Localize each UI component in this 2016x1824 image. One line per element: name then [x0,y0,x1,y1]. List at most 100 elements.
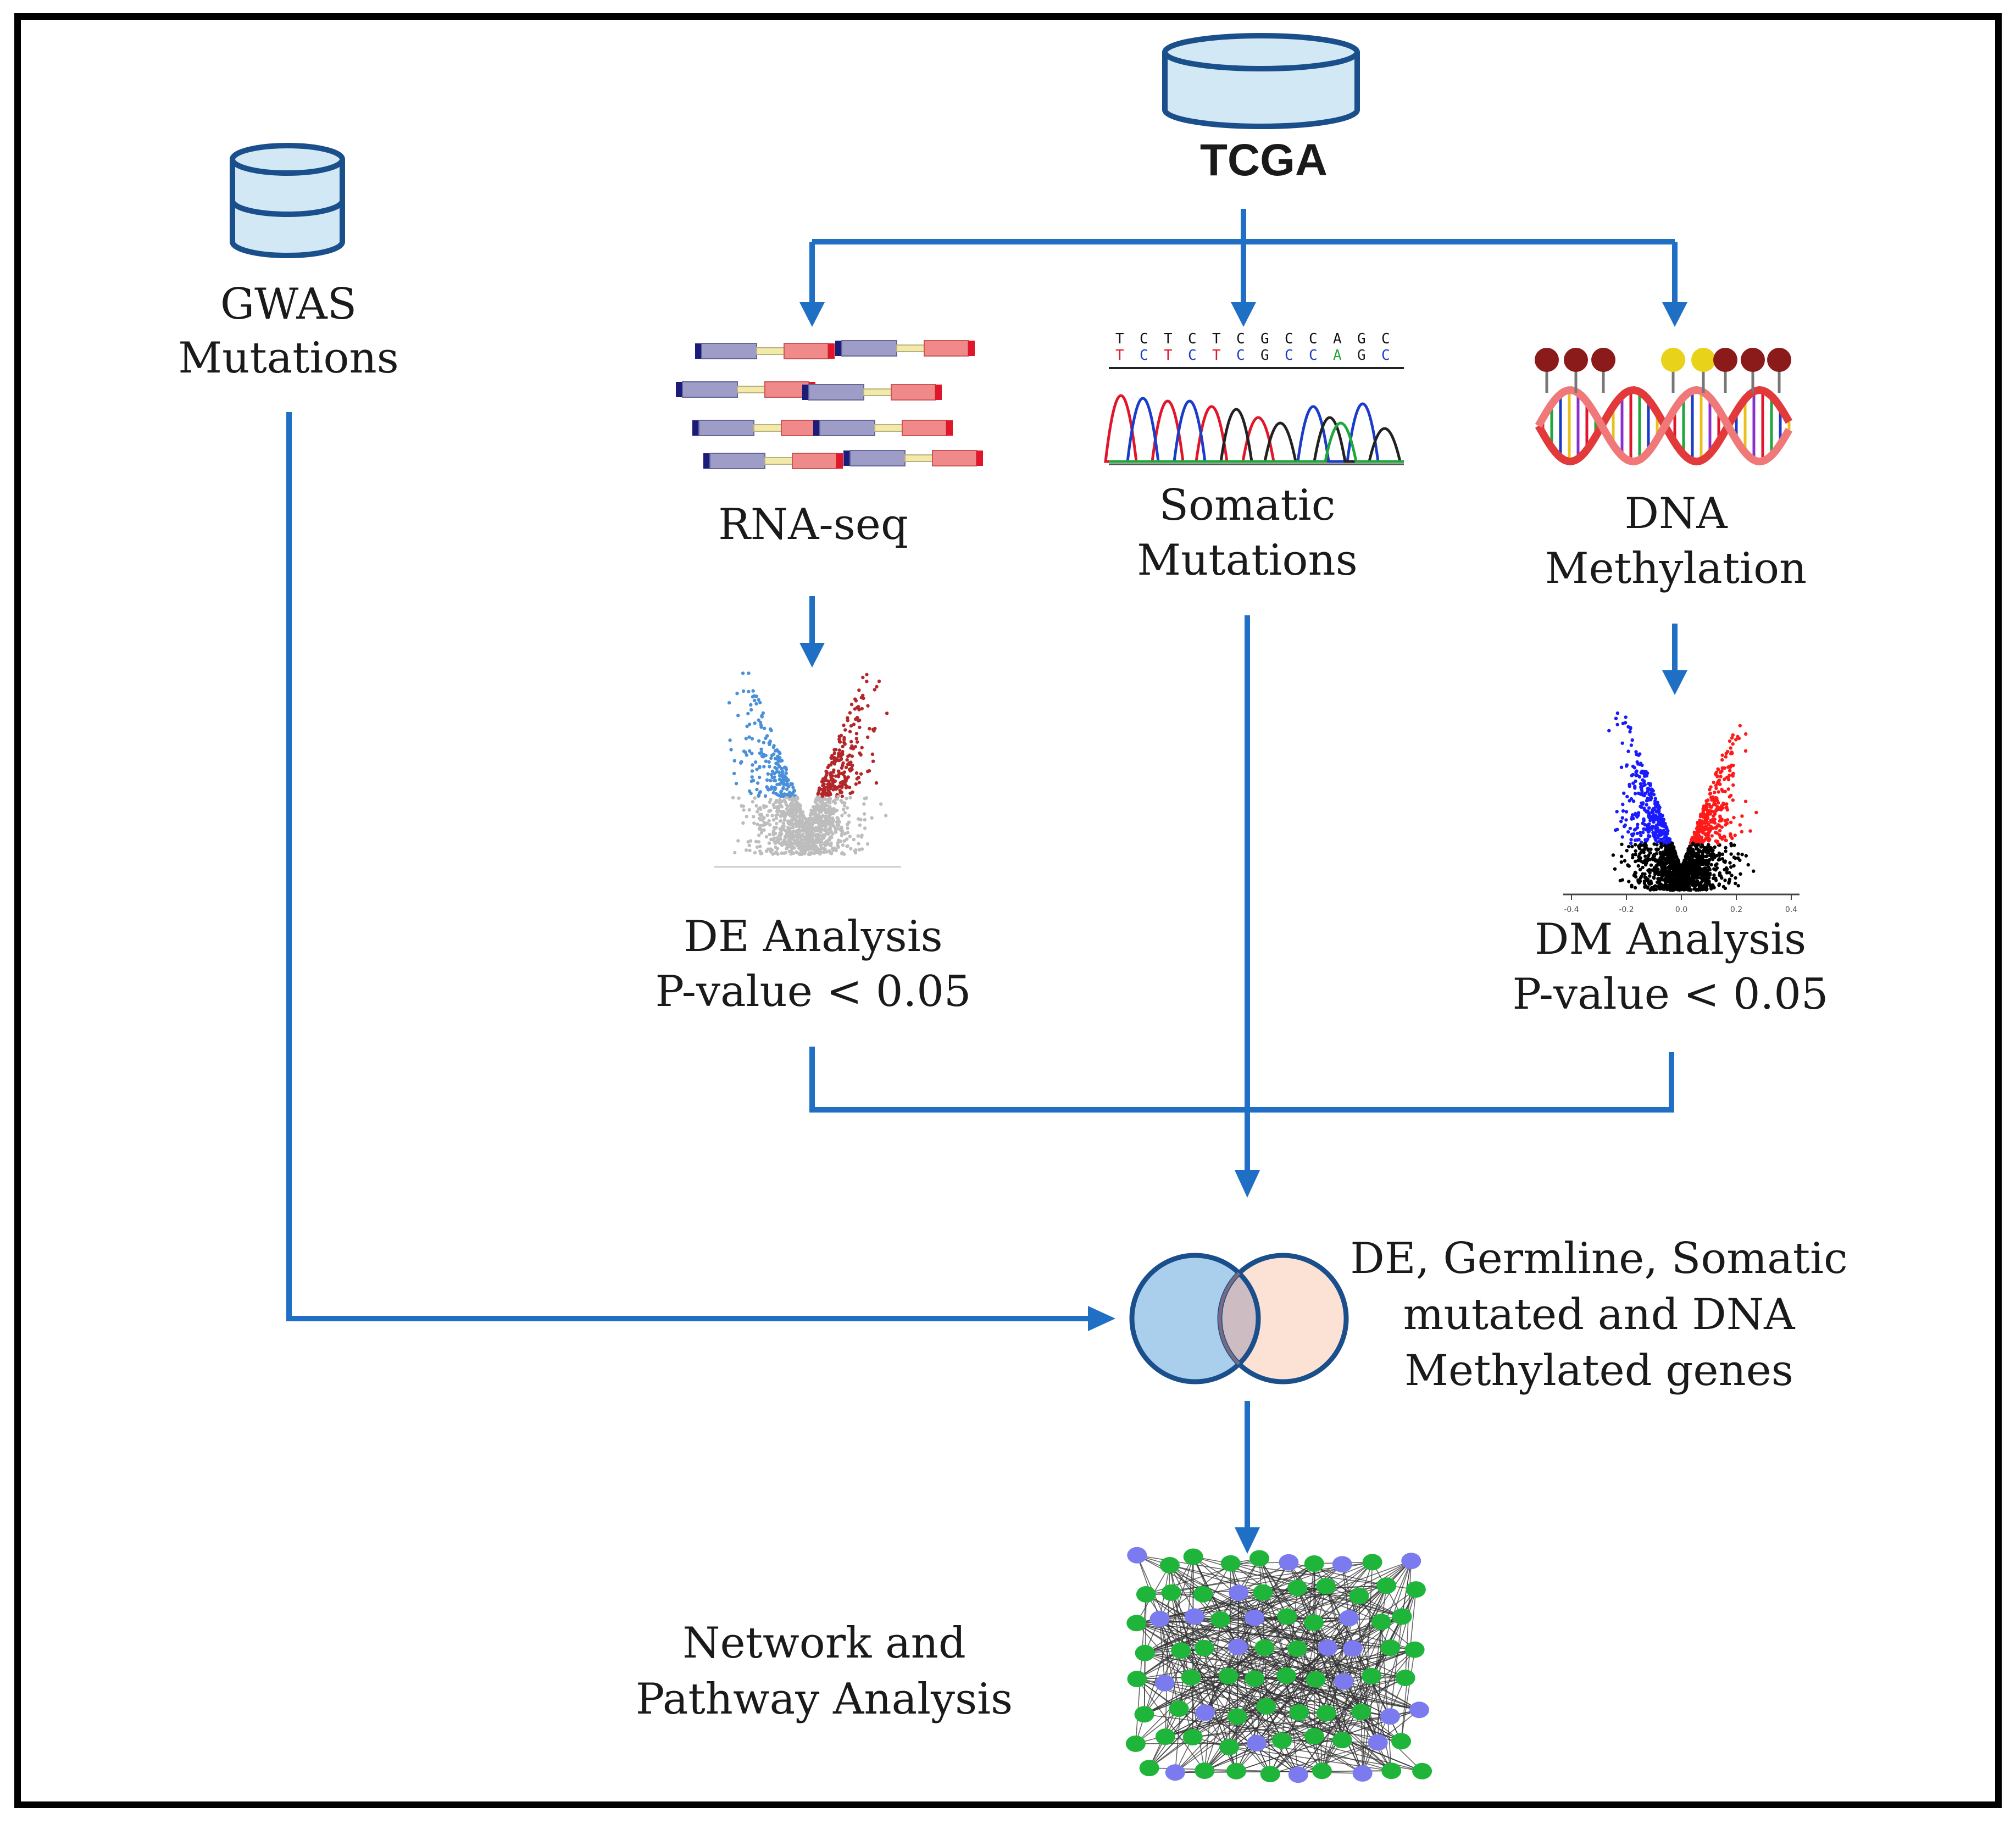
read-cap [692,420,699,436]
de-volcano-point [771,833,775,836]
dm-volcano-point [1660,852,1663,855]
de-volcano-point [849,724,853,727]
de-volcano-point [836,823,839,826]
de-volcano-point [813,815,817,819]
dm-volcano-point [1639,786,1642,789]
de-volcano-point [839,839,842,843]
dm-volcano-point [1624,715,1628,719]
read-cap [802,385,809,400]
dm-volcano-point [1720,758,1724,761]
dm-volcano-point [1736,852,1740,855]
de-volcano-point [838,788,842,792]
dm-volcano-point [1716,768,1719,771]
methylation-label-line-1: DNA [1528,486,1824,541]
de-volcano-point [772,744,775,747]
dm-volcano-point [1627,845,1630,848]
de-volcano-point [768,800,771,804]
de-volcano-point [784,800,787,804]
read-linker [754,425,781,431]
de-volcano-point [840,833,843,837]
de-volcano-point [859,772,863,776]
dm-volcano-point [1615,723,1619,726]
dm-volcano-point [1724,887,1727,890]
de-volcano-point [759,721,762,724]
dm-volcano-point [1713,821,1717,825]
read-segment-right [902,420,946,436]
base-call: G [1357,331,1366,347]
read-segment-right [784,343,828,359]
dm-volcano-point [1620,766,1623,769]
dm-volcano-point [1631,765,1635,768]
dm-volcano-point [1642,827,1645,831]
dm-volcano-point [1744,732,1747,736]
de-volcano-point [773,786,776,789]
dm-volcano-point [1645,839,1648,842]
dm-volcano-point [1702,809,1705,812]
dm-volcano-point [1713,791,1716,794]
dm-volcano-point [1731,798,1735,802]
de-volcano-point [760,750,763,754]
dm-volcano-point [1708,854,1712,857]
dm-volcano-point [1752,870,1755,873]
dm-volcano-point [1639,876,1642,880]
de-volcano-point [768,765,771,768]
dm-volcano-point [1652,887,1655,891]
de-volcano-point [852,746,855,749]
de-volcano-point [860,746,864,749]
read-linker [897,345,924,352]
de-volcano-point [831,847,834,850]
network-node [1249,1550,1269,1567]
dm-volcano-point [1615,810,1619,813]
dm-volcano-point [1620,843,1623,846]
network-node [1351,1704,1371,1720]
de-volcano-point [747,671,750,675]
dm-volcano-point [1724,755,1728,758]
de-volcano-point [875,685,878,688]
dm-volcano-point [1698,883,1702,887]
read-cap [836,453,843,469]
dm-volcano-point [1669,872,1673,875]
venn-label-line-3: Methylated genes [1330,1343,1868,1399]
dm-volcano-point [1642,780,1646,783]
dm-volcano-point [1705,885,1708,888]
de-volcano-point [771,803,775,807]
de-volcano-point [795,834,798,837]
dm-volcano-point [1652,819,1655,822]
network-node [1339,1610,1359,1626]
network-node [1245,1610,1264,1626]
dm-volcano-point [1637,812,1640,815]
dm-volcano-point [1693,831,1696,834]
de-volcano-point [788,808,792,811]
dm-volcano-point [1711,849,1714,853]
dm-volcano-point [1700,836,1703,839]
dm-volcano-point [1626,830,1630,833]
dm-volcano-point [1728,769,1731,772]
base-call: G [1357,347,1366,364]
de-volcano-point [756,810,759,813]
de-volcano-point [856,740,859,743]
dm-volcano-point [1631,738,1634,742]
network-node [1171,1642,1191,1659]
network-node [1181,1669,1201,1686]
dm-volcano-point [1653,854,1656,858]
dm-volcano-point [1716,774,1719,777]
network-node [1165,1764,1185,1781]
de-volcano-point [812,805,815,808]
dm-volcano-point [1647,787,1650,790]
dm-volcano-point [1691,880,1694,883]
dm-volcano-point [1645,770,1648,774]
de-volcano-point [814,800,817,804]
network-node [1316,1578,1336,1594]
network-node [1195,1640,1214,1656]
dm-volcano-point [1625,849,1629,852]
de-volcano-point [775,816,778,820]
dm-volcano-point [1730,837,1734,840]
dm-volcano-point [1639,868,1642,871]
de-volcano-point [779,819,782,822]
de-volcano-point [770,814,774,818]
de-volcano-point [878,680,881,683]
dm-volcano-point [1622,792,1625,795]
de-volcano-point [735,692,738,695]
dm-volcano-point [1719,771,1722,774]
